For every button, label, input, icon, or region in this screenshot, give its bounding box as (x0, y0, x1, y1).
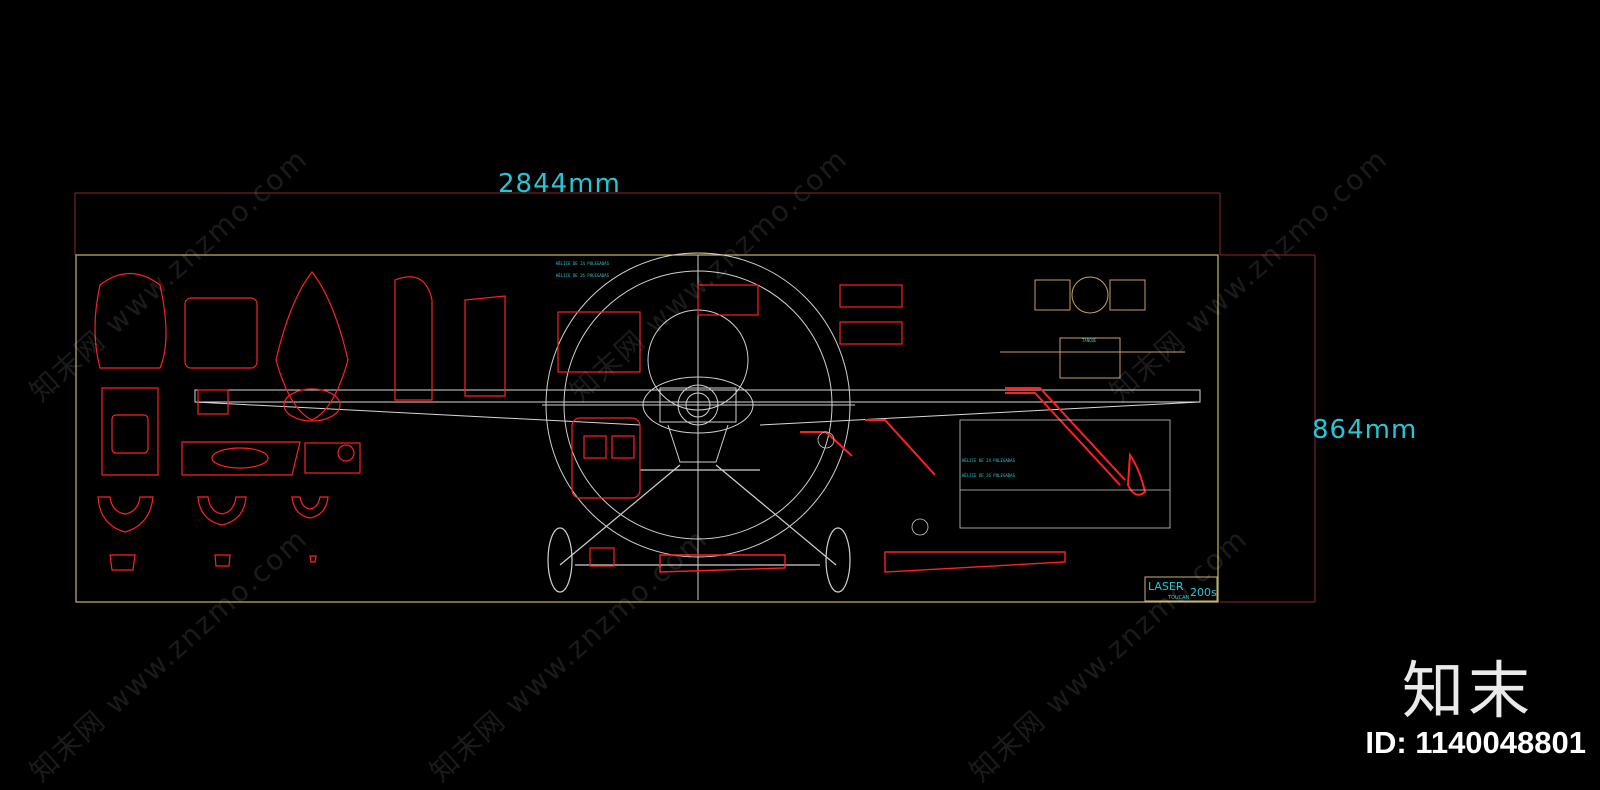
fuselage-formers (94, 271, 506, 571)
note-4: HÉLICE DE 26 POLEGADAS (962, 473, 1016, 478)
note-5: TANQUE (1082, 338, 1097, 343)
note-2: HÉLICE DE 26 POLEGADAS (556, 273, 610, 278)
note-3: HÉLICE DE 24 POLEGADAS (962, 458, 1016, 463)
image-id-label: ID: 1140048801 (1365, 725, 1586, 760)
landing-gear (547, 464, 851, 593)
brand-logo: 知末 (1401, 654, 1534, 727)
lower-rods (659, 551, 1066, 573)
drawing-frame (75, 254, 1219, 603)
construction-lines (817, 419, 1171, 536)
title-block-sub: TOUCAN (1167, 595, 1190, 601)
dimension-lines (74, 192, 1316, 603)
center-parts (557, 284, 903, 567)
wing-struts (800, 387, 1147, 496)
title-block-model: 200s (1190, 586, 1217, 599)
note-1: HÉLICE DE 24 POLEGADAS (556, 261, 610, 266)
title-block-name: LASER (1148, 580, 1184, 593)
title-block: LASER 200s TOUCAN (1144, 576, 1218, 602)
annotation-notes: HÉLICE DE 24 POLEGADAS HÉLICE DE 26 POLE… (556, 261, 1097, 478)
height-dimension-label: 864mm (1312, 415, 1417, 445)
engine-top-view (1000, 276, 1185, 379)
engine-front (642, 376, 754, 463)
width-dimension-label: 2844mm (498, 169, 621, 199)
